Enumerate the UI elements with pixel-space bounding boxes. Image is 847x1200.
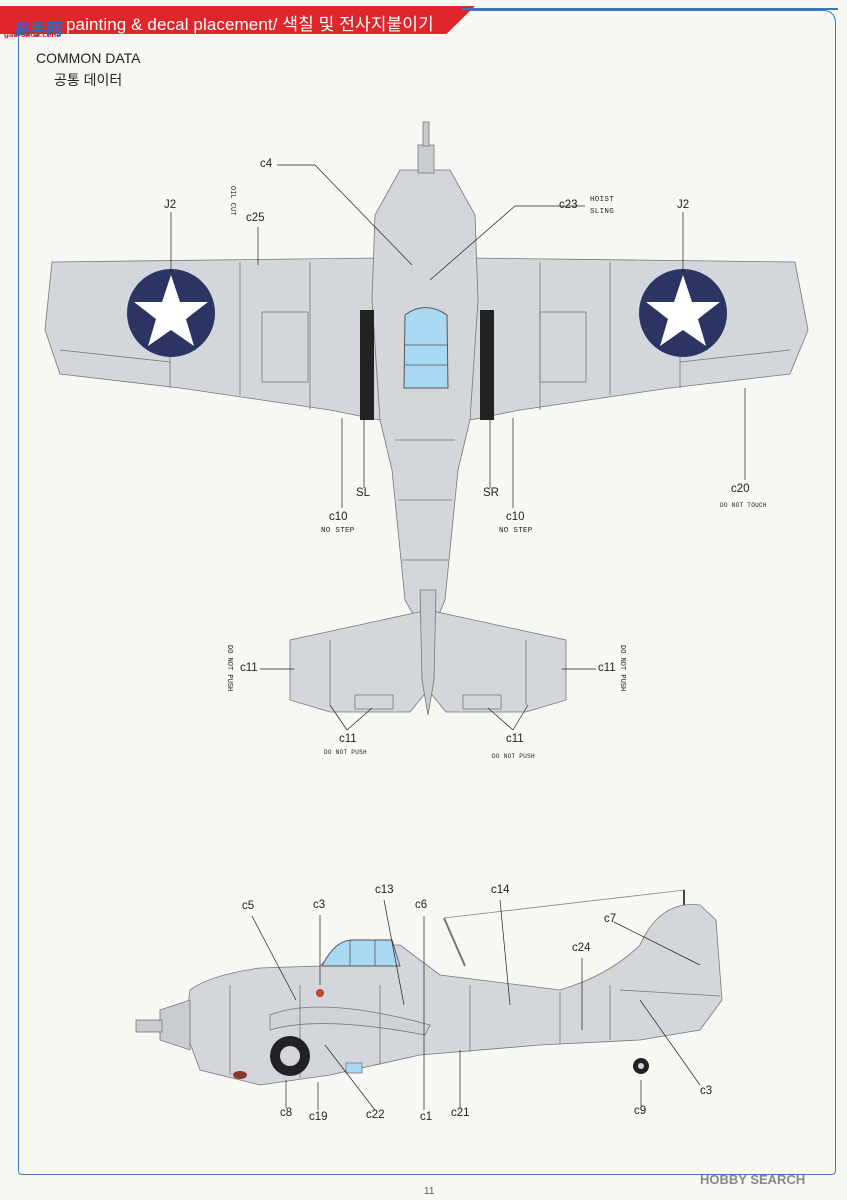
label-c11-right: c11 bbox=[598, 662, 616, 674]
walkway-right bbox=[480, 310, 494, 420]
label-do-not-touch: DO NOT TOUCH bbox=[720, 502, 767, 509]
insignia-left bbox=[127, 269, 215, 357]
label-c8: c8 bbox=[280, 1107, 293, 1119]
spinner-side bbox=[135, 1019, 163, 1033]
label-c4: c4 bbox=[260, 158, 273, 170]
vertical-fin-top bbox=[419, 589, 437, 716]
spinner bbox=[422, 121, 430, 147]
label-do-not-push-vright: DO NOT PUSH bbox=[618, 645, 626, 692]
page-number: 11 bbox=[424, 1186, 435, 1197]
label-c21: c21 bbox=[451, 1107, 470, 1119]
label-sl: SL bbox=[356, 487, 371, 499]
label-do-not-push-bottom-left: DO NOT PUSH bbox=[324, 749, 367, 756]
side-view-leaders bbox=[251, 899, 701, 1111]
insignia-right bbox=[639, 269, 727, 357]
label-c9: c9 bbox=[634, 1105, 647, 1117]
label-c14: c14 bbox=[491, 884, 510, 896]
header-band bbox=[0, 6, 475, 34]
label-do-not-push-bottom-right: DO NOT PUSH bbox=[492, 753, 535, 760]
header-rule bbox=[462, 8, 838, 10]
watermark-subtext: gao-shou.com bbox=[4, 30, 59, 39]
watermark-logo: 高手网 bbox=[6, 8, 64, 39]
label-c10-left: c10 bbox=[329, 511, 348, 523]
label-c3-bottom: c3 bbox=[700, 1085, 713, 1097]
left-wing bbox=[44, 257, 381, 421]
label-c24: c24 bbox=[572, 942, 591, 954]
label-c5: c5 bbox=[242, 900, 255, 912]
top-view-leaders bbox=[170, 164, 746, 731]
label-oil-cut: OIL CUT bbox=[228, 186, 236, 216]
label-do-not-push-vleft: DO NOT PUSH bbox=[225, 645, 233, 692]
watermark-text: 高手网 bbox=[14, 22, 63, 39]
label-sling: SLING bbox=[590, 208, 615, 216]
canopy-top bbox=[403, 307, 449, 389]
label-c20: c20 bbox=[731, 483, 750, 495]
label-hoist: HOIST bbox=[590, 196, 615, 204]
label-sr: SR bbox=[483, 487, 499, 499]
section-title: COMMON DATA bbox=[36, 50, 141, 66]
section-subtitle: 공통 데이터 bbox=[54, 72, 123, 88]
propeller-hub bbox=[417, 144, 435, 174]
page-title: painting & decal placement/ 색칠 및 전사지붙이기 bbox=[66, 15, 434, 34]
label-c1: c1 bbox=[420, 1111, 433, 1123]
label-c11-bottom-right: c11 bbox=[506, 733, 524, 745]
label-c22: c22 bbox=[366, 1109, 385, 1121]
nose-ring bbox=[159, 999, 191, 1051]
label-c19: c19 bbox=[309, 1111, 328, 1123]
fuselage-side bbox=[184, 904, 723, 1086]
label-c25: c25 bbox=[246, 212, 265, 224]
canopy-side bbox=[321, 939, 401, 967]
label-c6: c6 bbox=[415, 899, 428, 911]
footer-brand-mark: HOBBY SEARCH bbox=[700, 1172, 806, 1187]
right-stabilizer bbox=[427, 609, 567, 713]
walkway-left bbox=[360, 310, 374, 420]
label-c13: c13 bbox=[375, 884, 394, 896]
label-c23: c23 bbox=[559, 199, 578, 211]
label-c10-right: c10 bbox=[506, 511, 525, 523]
label-no-step-right: NO STEP bbox=[499, 527, 533, 535]
label-c3-top: c3 bbox=[313, 899, 326, 911]
side-view-aircraft bbox=[135, 904, 723, 1086]
label-c7: c7 bbox=[604, 913, 617, 925]
wing-root-side bbox=[269, 1006, 431, 1036]
label-c11-left: c11 bbox=[240, 662, 258, 674]
exhaust bbox=[233, 1071, 247, 1079]
label-c11-bottom-left: c11 bbox=[339, 733, 357, 745]
right-wing bbox=[469, 257, 809, 421]
label-no-step-left: NO STEP bbox=[321, 527, 355, 535]
top-view-aircraft bbox=[44, 121, 809, 716]
label-j2-right: J2 bbox=[677, 199, 690, 211]
left-stabilizer bbox=[289, 609, 429, 713]
label-j2-left: J2 bbox=[164, 199, 177, 211]
